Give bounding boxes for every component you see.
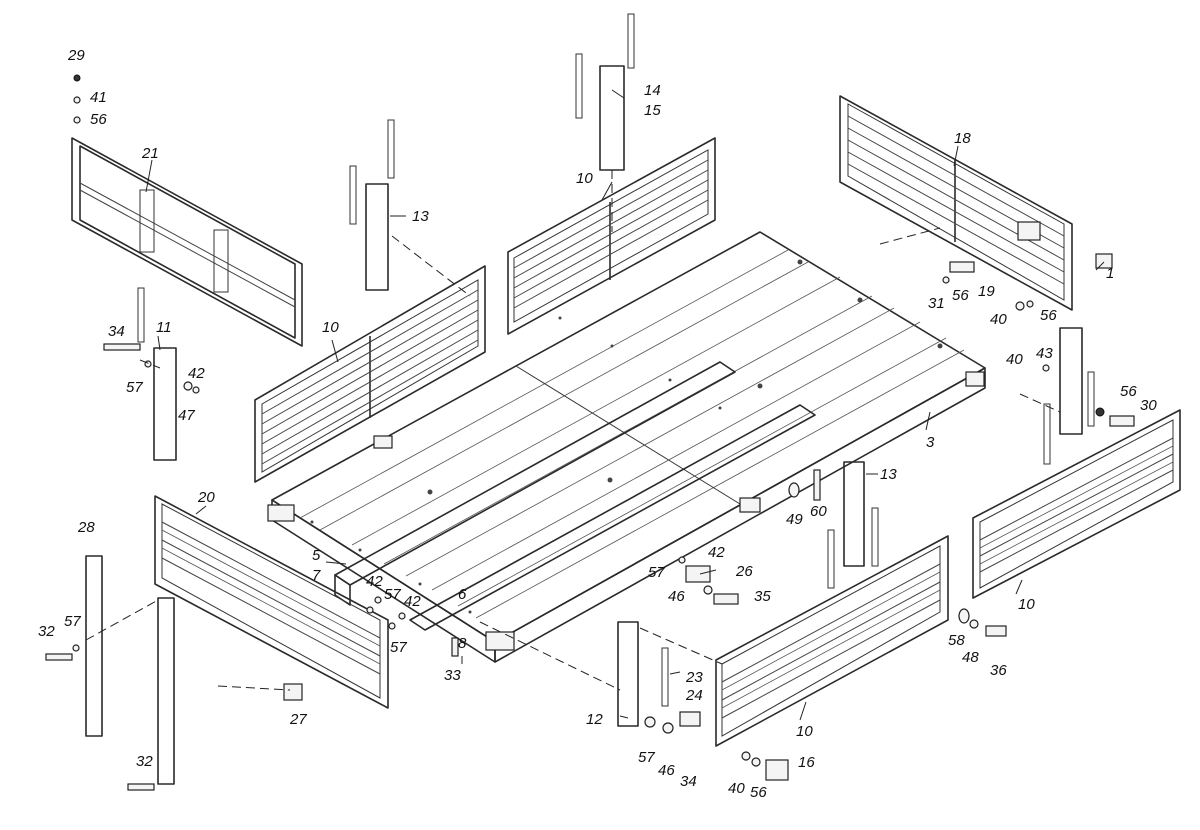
callout-58: 58 <box>948 632 965 649</box>
callout-40: 40 <box>1006 351 1023 368</box>
callout-32: 32 <box>38 623 55 640</box>
callout-12: 12 <box>586 711 603 728</box>
callout-32: 32 <box>136 753 153 770</box>
callout-6: 6 <box>458 586 467 603</box>
callout-57: 57 <box>638 749 655 766</box>
callout-42: 42 <box>404 593 421 610</box>
post-32 <box>157 597 175 785</box>
callout-46: 46 <box>668 588 685 605</box>
side-board-right-10a <box>715 535 949 747</box>
callout-41: 41 <box>90 89 107 106</box>
callout-31: 31 <box>928 295 945 312</box>
callout-13: 13 <box>880 466 897 483</box>
callout-57: 57 <box>126 379 143 396</box>
callout-5: 5 <box>312 547 321 564</box>
callout-labels: 29 41 56 21 13 14 15 10 18 1 31 56 19 40… <box>38 47 1157 801</box>
callout-47: 47 <box>178 407 195 424</box>
callout-8: 8 <box>458 635 467 652</box>
side-board-front-20 <box>154 495 389 709</box>
callout-29: 29 <box>67 47 85 64</box>
callout-27: 27 <box>289 711 307 728</box>
callout-19: 19 <box>978 283 995 300</box>
callout-10: 10 <box>796 723 813 740</box>
headboard-frame-21 <box>71 137 303 347</box>
callout-46: 46 <box>658 762 675 779</box>
callout-20: 20 <box>197 489 215 506</box>
callout-57: 57 <box>390 639 407 656</box>
callout-13: 13 <box>412 208 429 225</box>
callout-43: 43 <box>1036 345 1053 362</box>
callout-40: 40 <box>728 780 745 797</box>
stake-13-top <box>349 119 395 291</box>
callout-11: 11 <box>156 319 172 336</box>
callout-56: 56 <box>1120 383 1137 400</box>
callout-56: 56 <box>90 111 107 128</box>
callout-56: 56 <box>952 287 969 304</box>
stake-13-bottom <box>827 461 879 589</box>
callout-10: 10 <box>576 170 593 187</box>
callout-57: 57 <box>648 564 665 581</box>
callout-10: 10 <box>1018 596 1035 613</box>
callout-26: 26 <box>735 563 753 580</box>
leader-lines <box>145 89 1105 721</box>
side-board-rear-10 <box>507 137 716 335</box>
callout-7: 7 <box>312 567 321 584</box>
callout-10: 10 <box>322 319 339 336</box>
callout-28: 28 <box>77 519 95 536</box>
callout-34: 34 <box>680 773 697 790</box>
callout-48: 48 <box>962 649 979 666</box>
callout-33: 33 <box>444 667 461 684</box>
stake-11 <box>137 287 177 461</box>
tailboard-18 <box>839 95 1073 311</box>
callout-42: 42 <box>366 573 383 590</box>
callout-14: 14 <box>644 82 661 99</box>
callout-49: 49 <box>786 511 803 528</box>
callout-21: 21 <box>141 145 159 162</box>
callout-56: 56 <box>1040 307 1057 324</box>
callout-16: 16 <box>798 754 815 771</box>
callout-23: 23 <box>685 669 703 686</box>
callout-42: 42 <box>708 544 725 561</box>
callout-40: 40 <box>990 311 1007 328</box>
callout-42: 42 <box>188 365 205 382</box>
callout-15: 15 <box>644 102 661 119</box>
callout-36: 36 <box>990 662 1007 679</box>
side-board-right-10b <box>972 409 1181 599</box>
callout-18: 18 <box>954 130 971 147</box>
callout-1: 1 <box>1106 265 1114 282</box>
callout-3: 3 <box>926 434 935 451</box>
callout-57: 57 <box>384 586 401 603</box>
platform-floor <box>267 231 986 663</box>
side-board-left-10 <box>254 265 486 483</box>
alignment-lines <box>85 170 1061 691</box>
post-28 <box>85 555 103 737</box>
hardware <box>45 74 1135 791</box>
callout-34: 34 <box>108 323 125 340</box>
callout-30: 30 <box>1140 397 1157 414</box>
callout-35: 35 <box>754 588 771 605</box>
callout-24: 24 <box>685 687 703 704</box>
stake-14-15 <box>575 13 635 171</box>
stake-12 <box>617 621 669 727</box>
callout-57: 57 <box>64 613 81 630</box>
callout-60: 60 <box>810 503 827 520</box>
callout-56: 56 <box>750 784 767 801</box>
stake-43 <box>1043 327 1095 465</box>
